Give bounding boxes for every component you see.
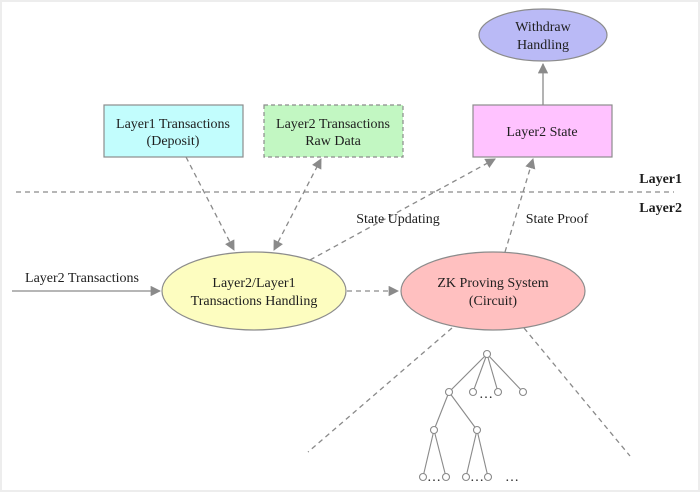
tree-node	[472, 425, 482, 435]
layer1-label: Layer1	[639, 172, 682, 187]
tree-node	[444, 387, 454, 397]
circuit-tree: … … … …	[418, 349, 528, 485]
tree-ellipsis: …	[479, 387, 493, 402]
tree-node-leaf	[483, 472, 493, 482]
edge-state-updating	[309, 158, 496, 261]
tree-node	[518, 387, 528, 397]
layer1-transactions-line1: Layer1 Transactions	[116, 117, 230, 132]
layer2-label: Layer2	[639, 201, 682, 216]
layer2-raw-data-box	[263, 104, 404, 158]
tree-edge	[433, 391, 450, 431]
tree-edge	[422, 429, 435, 478]
node-withdraw-handling: Withdraw Handling	[478, 8, 608, 62]
node-transactions-handling: Layer2/Layer1 Transactions Handling	[161, 251, 347, 331]
node-zk-proving-system: ZK Proving System (Circuit)	[400, 251, 586, 331]
handling-line2: Transactions Handling	[191, 294, 318, 309]
layer2-state-box	[472, 104, 613, 158]
handling-line1: Layer2/Layer1	[212, 276, 295, 291]
zk-line2: (Circuit)	[469, 294, 518, 309]
edge-deposit-to-handling	[185, 156, 235, 251]
node-layer2-state: Layer2 State	[472, 104, 613, 158]
tree-node	[429, 425, 439, 435]
tree-node	[468, 387, 478, 397]
tree-node-leaf	[461, 472, 471, 482]
withdraw-ellipse	[478, 8, 608, 62]
node-layer2-raw-data: Layer2 Transactions Raw Data	[263, 104, 404, 158]
tree-ellipsis: …	[427, 470, 441, 485]
node-layer1-transactions: Layer1 Transactions (Deposit)	[103, 104, 244, 158]
zk-line1: ZK Proving System	[437, 276, 548, 291]
handling-ellipse	[161, 251, 347, 331]
layer2-raw-data-line2: Raw Data	[305, 134, 361, 149]
tree-edge	[433, 429, 447, 478]
tree-edge	[465, 429, 478, 478]
tree-edge	[476, 429, 489, 478]
layer1-transactions-box	[103, 104, 244, 158]
state-proof-label: State Proof	[526, 212, 589, 227]
circuit-cone-left	[307, 327, 453, 453]
circuit-cone-right	[523, 327, 631, 457]
tree-node	[493, 387, 503, 397]
tree-ellipsis: …	[470, 470, 484, 485]
tree-node-leaf	[418, 472, 428, 482]
withdraw-line2: Handling	[517, 38, 569, 53]
layer1-transactions-line2: (Deposit)	[147, 134, 200, 149]
tree-edge	[448, 353, 488, 393]
incoming-transactions-label: Layer2 Transactions	[25, 271, 139, 286]
edge-handling-rawdata	[273, 158, 322, 251]
tree-ellipsis: …	[505, 470, 519, 485]
layer2-state-text: Layer2 State	[506, 125, 577, 140]
zk-ellipse	[400, 251, 586, 331]
edge-state-proof	[504, 158, 536, 253]
layer2-raw-data-line1: Layer2 Transactions	[276, 117, 390, 132]
tree-edge	[448, 391, 478, 431]
tree-edge	[486, 353, 499, 393]
tree-edge	[486, 353, 524, 393]
state-updating-label: State Updating	[356, 212, 440, 227]
tree-node-root	[482, 349, 492, 359]
withdraw-line1: Withdraw	[515, 20, 571, 35]
tree-edge	[472, 353, 488, 393]
tree-node-leaf	[441, 472, 451, 482]
